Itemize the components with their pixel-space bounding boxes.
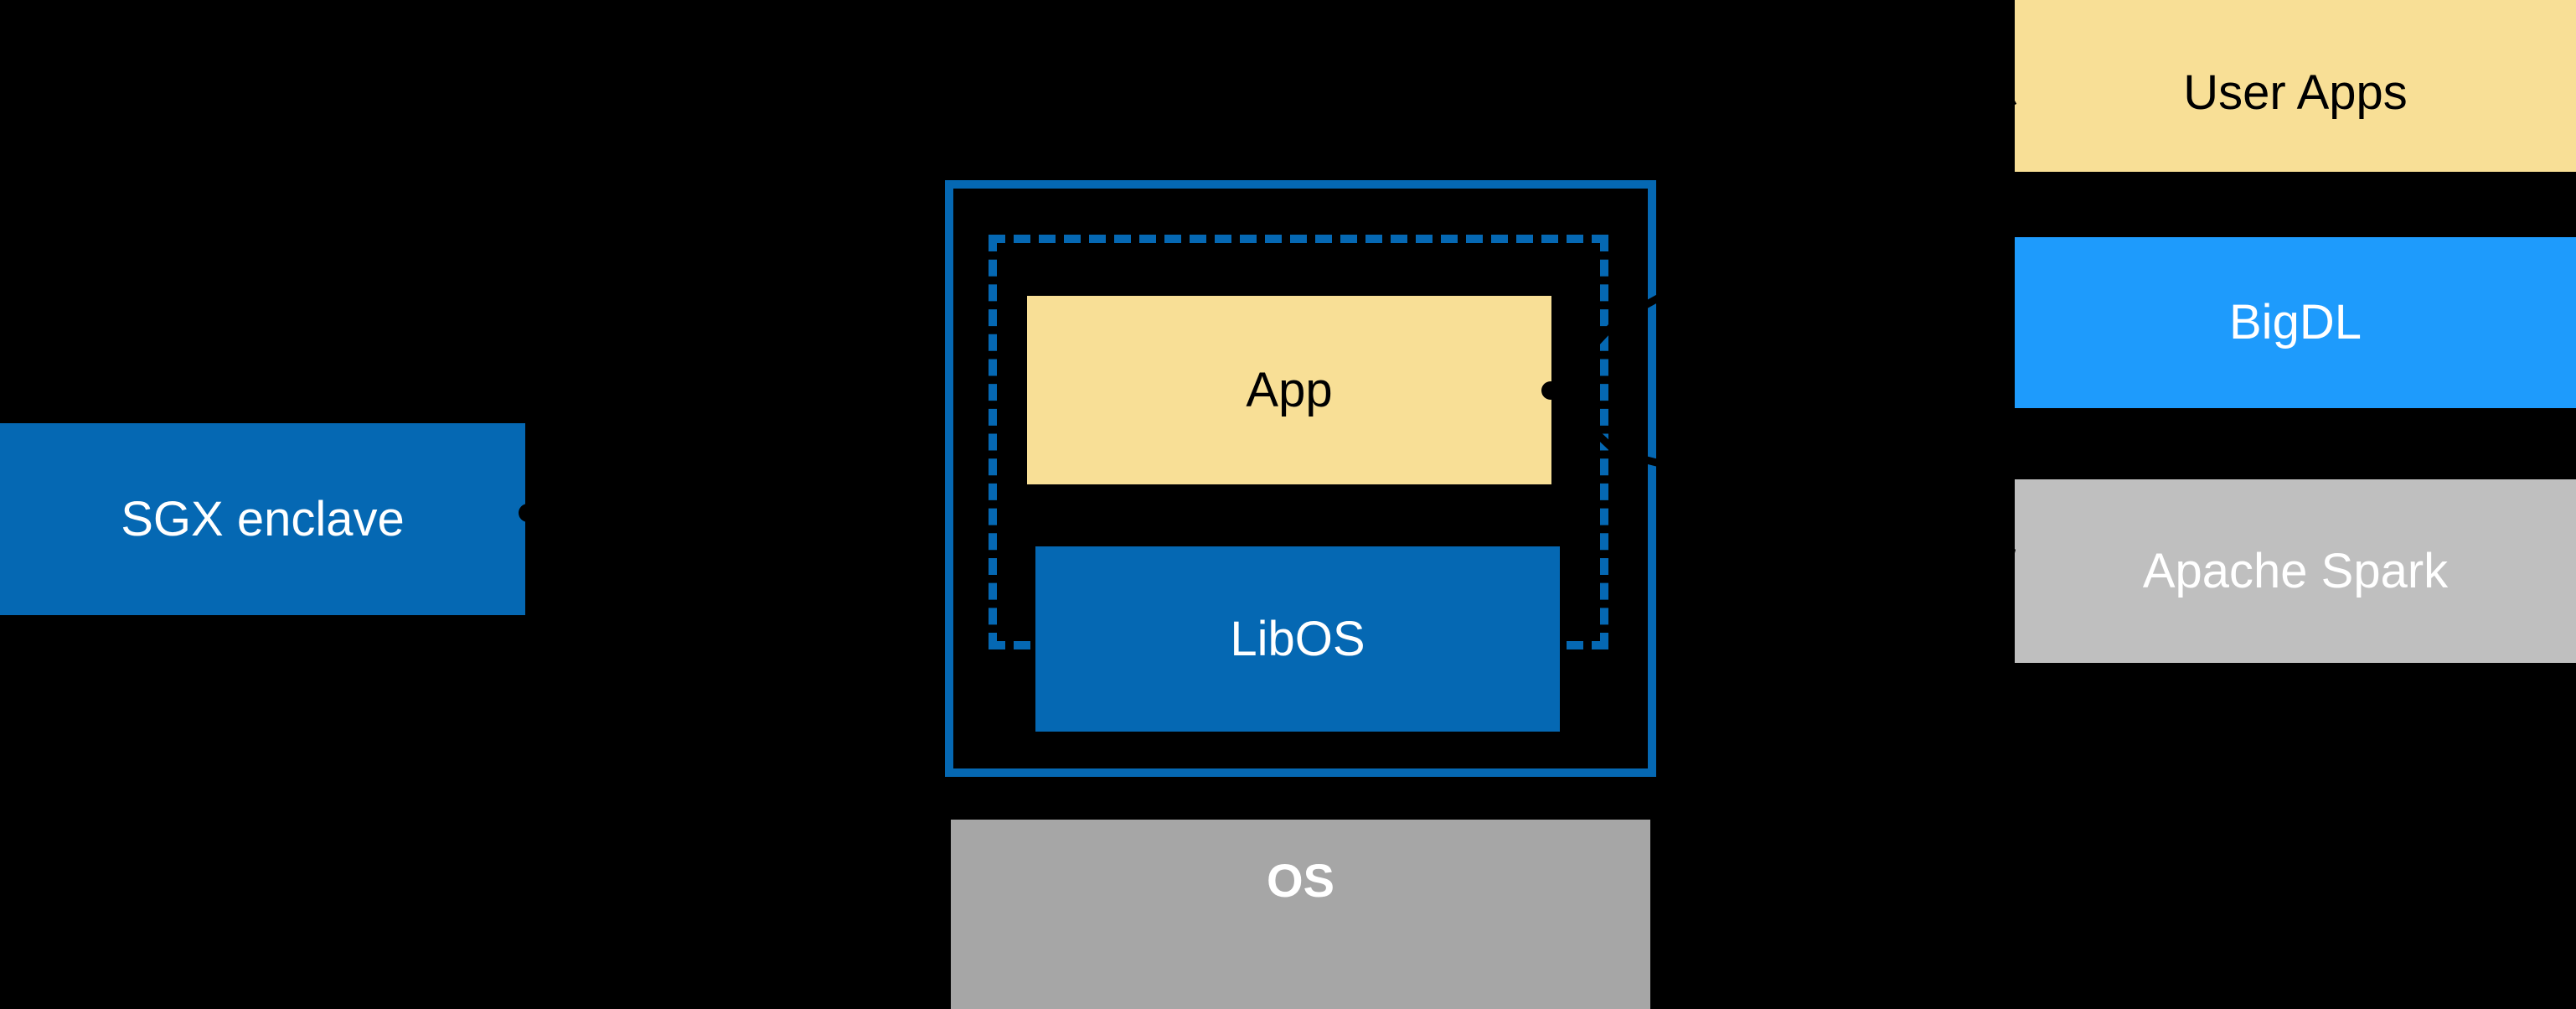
user-apps-label: User Apps [2183,65,2408,121]
libos-label: LibOS [1230,611,1365,666]
apache-spark-label: Apache Spark [2142,543,2449,598]
apache-spark-box[interactable]: Apache Spark [2015,479,2576,663]
os-box[interactable]: OS [951,820,1650,1009]
connector-app-to-bigdl-b [1615,448,2016,557]
connector-app-to-user-apps-b [1614,97,2017,324]
bigdl-box[interactable]: BigDL [2015,237,2576,408]
app-box[interactable]: App [1027,296,1551,484]
sgx-enclave-label: SGX enclave [121,491,405,546]
libos-box[interactable]: LibOS [1035,546,1560,732]
app-label: App [1246,362,1333,417]
sgx-enclave-box[interactable]: SGX enclave [0,423,525,615]
bigdl-label: BigDL [2229,295,2362,350]
user-apps-box[interactable]: User Apps [2015,0,2576,172]
os-label: OS [1267,854,1334,907]
